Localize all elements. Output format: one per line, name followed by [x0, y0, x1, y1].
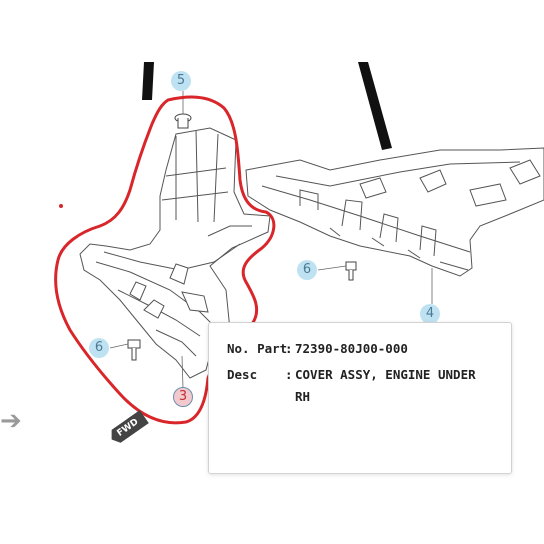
part-number-value: 72390-80J00-000	[295, 341, 408, 356]
part-number-label: No. Part	[227, 341, 288, 356]
bolt-6-right[interactable]	[345, 261, 357, 281]
callout-6-left[interactable]: 6	[89, 338, 109, 358]
selection-outline	[54, 95, 276, 425]
part-4-engine-under-cover[interactable]	[245, 147, 544, 277]
part-3-engine-under-cover-rh[interactable]	[79, 127, 271, 379]
left-arrow-icon[interactable]: ➔	[0, 406, 22, 436]
callout-4[interactable]: 4	[420, 304, 440, 324]
description-value-line1: COVER ASSY, ENGINE UNDER	[295, 367, 476, 382]
red-dot	[59, 204, 63, 208]
leader-lines	[109, 91, 433, 389]
callout-5[interactable]: 5	[171, 71, 191, 91]
callout-3-selected[interactable]: 3	[173, 387, 193, 407]
part-info-tooltip: No. Part:72390-80J00-000 Desc:COVER ASSY…	[208, 322, 512, 474]
separator: :	[285, 341, 293, 356]
separator: :	[285, 367, 293, 382]
description-label: Desc	[227, 367, 258, 382]
frame-bar-right	[358, 62, 392, 150]
frame-bar-left	[142, 62, 154, 100]
bolt-6-left[interactable]	[127, 339, 141, 361]
clip-5[interactable]	[174, 113, 192, 129]
description-value-line2: RH	[295, 389, 311, 404]
callout-6-right[interactable]: 6	[297, 260, 317, 280]
